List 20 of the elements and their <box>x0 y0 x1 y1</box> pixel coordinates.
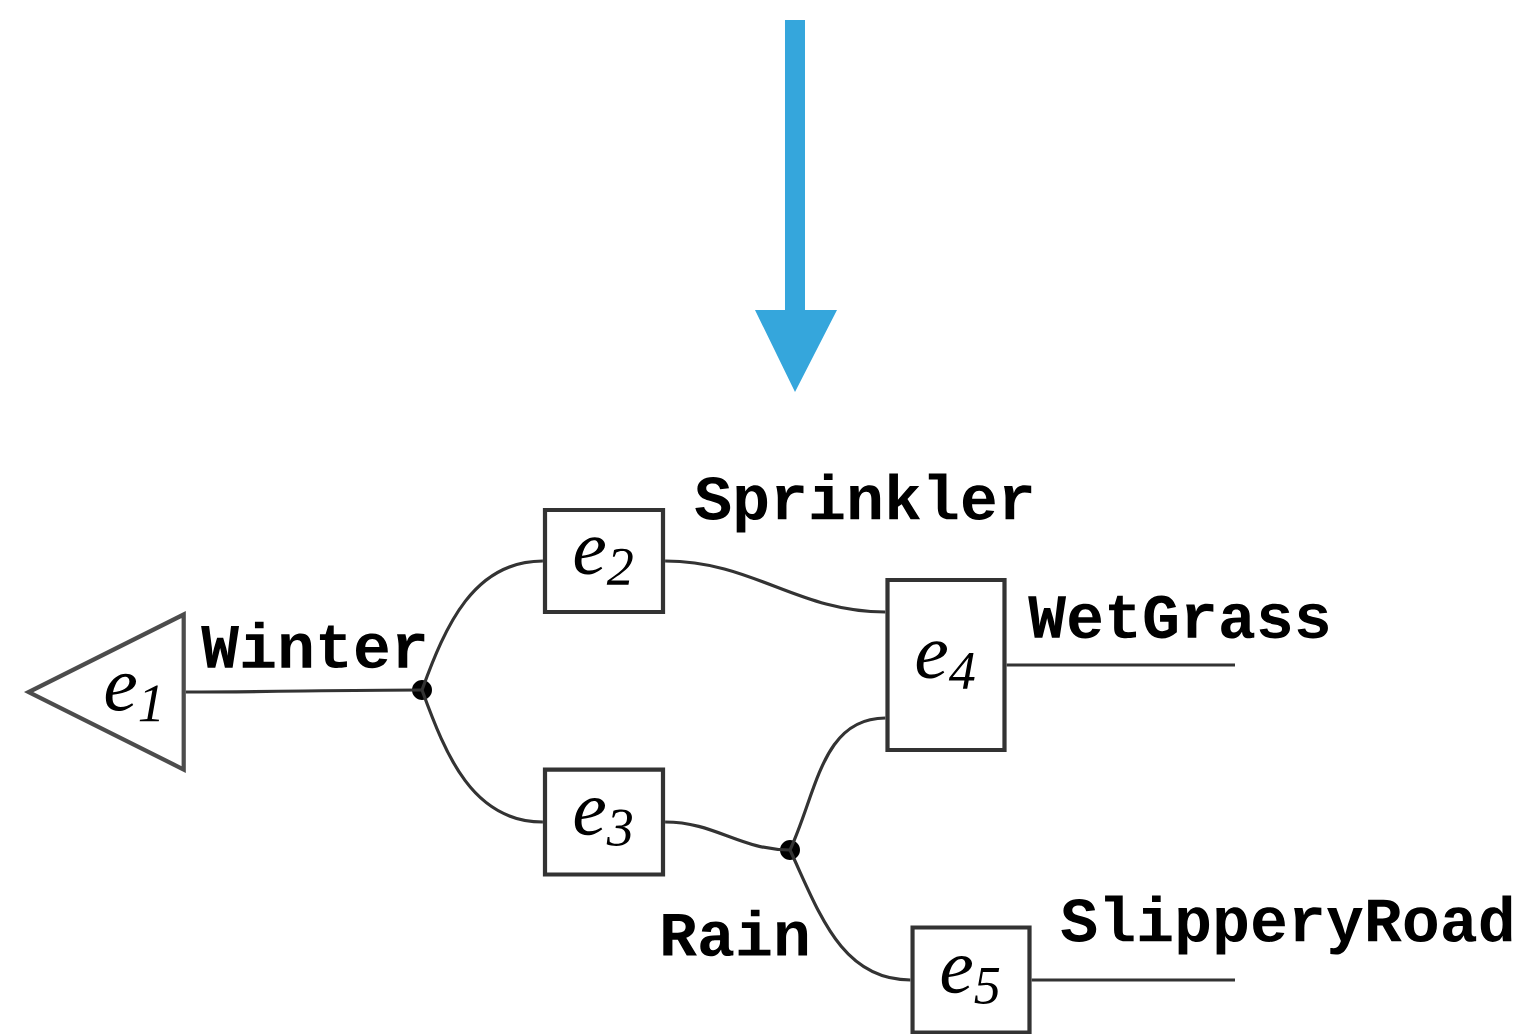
edge-label: Winter <box>201 621 425 669</box>
factor-box: e$_{5}$ <box>910 925 1032 1034</box>
junction-dot <box>780 840 800 860</box>
factor-box: e$_{2}$ <box>542 507 666 615</box>
connector-line <box>420 559 543 691</box>
edge-label: Rain <box>663 909 808 957</box>
connector-line <box>788 849 911 982</box>
connector-line <box>788 716 886 851</box>
connector-line <box>665 820 791 852</box>
junction-dot <box>412 680 432 700</box>
connector-line <box>185 688 422 694</box>
connector-line <box>1031 978 1235 982</box>
connector-line <box>420 689 543 824</box>
edge-label: WetGrass <box>1028 595 1328 639</box>
connector-line <box>1006 663 1235 667</box>
edge-label: Sprinkler <box>695 473 1032 533</box>
connector-line <box>665 559 886 614</box>
edge-label: SlipperyRoad <box>1061 895 1512 955</box>
factor-box: e$_{4}$ <box>885 577 1007 753</box>
factor-box: e$_{3}$ <box>542 767 666 877</box>
